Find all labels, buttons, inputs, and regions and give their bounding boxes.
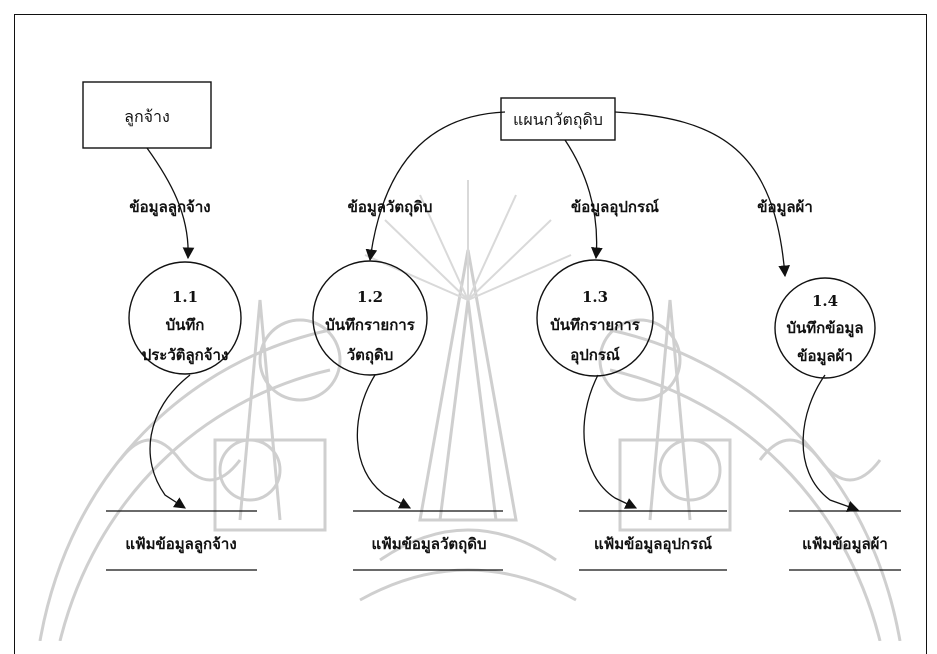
process-label-line1: บันทึกข้อมูล: [786, 319, 863, 338]
process-1-1: 1.1 บันทึก ประวัติลูกจ้าง: [128, 261, 242, 375]
process-1-2: 1.2 บันทึกรายการ วัตถุดิบ: [312, 260, 428, 376]
process-label-line1: บันทึกรายการ: [325, 316, 416, 334]
flow-label-equipment-data: ข้อมูลอุปกรณ์: [571, 198, 659, 217]
process-label-line2: ข้อมูลผ้า: [797, 347, 853, 366]
store-employee: แฟ้มข้อมูลลูกจ้าง: [106, 510, 257, 571]
flow-1-3-to-store: [583, 374, 638, 509]
process-1-3: 1.3 บันทึกรายการ อุปกรณ์: [536, 259, 654, 377]
flow-1-2-to-store: [356, 374, 412, 509]
store-label: แฟ้มข้อมูลผ้า: [802, 535, 888, 554]
process-number: 1.4: [812, 292, 838, 310]
entity-employee-label: ลูกจ้าง: [124, 107, 170, 127]
flow-materials-to-1-3: [564, 139, 603, 260]
flow-label-fabric-data: ข้อมูลผ้า: [757, 198, 813, 217]
process-label-line2: อุปกรณ์: [570, 346, 620, 365]
entity-employee: ลูกจ้าง: [82, 81, 212, 149]
flow-label-employee-data: ข้อมูลลูกจ้าง: [129, 198, 210, 217]
process-label-line1: บันทึกรายการ: [550, 316, 641, 334]
store-equipment: แฟ้มข้อมูลอุปกรณ์: [579, 510, 727, 571]
diagram-frame: [14, 14, 927, 654]
process-label-line1: บันทึก: [166, 316, 205, 334]
entity-materials-dept-label: แผนกวัตถุดิบ: [513, 110, 603, 130]
store-label: แฟ้มข้อมูลอุปกรณ์: [594, 535, 712, 554]
store-fabric: แฟ้มข้อมูลผ้า: [789, 510, 901, 571]
process-1-4: 1.4 บันทึกข้อมูล ข้อมูลผ้า: [774, 277, 876, 379]
process-label-line2: ประวัติลูกจ้าง: [142, 346, 229, 365]
flow-1-4-to-store: [802, 374, 860, 512]
store-label: แฟ้มข้อมูลลูกจ้าง: [125, 535, 236, 554]
process-number: 1.3: [582, 288, 608, 306]
process-number: 1.2: [357, 288, 383, 306]
entity-materials-dept: แผนกวัตถุดิบ: [500, 97, 616, 141]
flow-employee-to-1-1: [146, 147, 195, 260]
store-label: แฟ้มข้อมูลวัตถุดิบ: [371, 535, 486, 554]
flow-materials-to-1-4: [614, 111, 790, 278]
flow-materials-to-1-2: [365, 111, 506, 262]
flow-label-material-data: ข้อมูลวัตถุดิบ: [348, 198, 433, 217]
process-number: 1.1: [172, 288, 198, 306]
store-material: แฟ้มข้อมูลวัตถุดิบ: [353, 510, 503, 571]
process-label-line2: วัตถุดิบ: [347, 346, 394, 365]
flow-1-1-to-store: [149, 374, 191, 509]
